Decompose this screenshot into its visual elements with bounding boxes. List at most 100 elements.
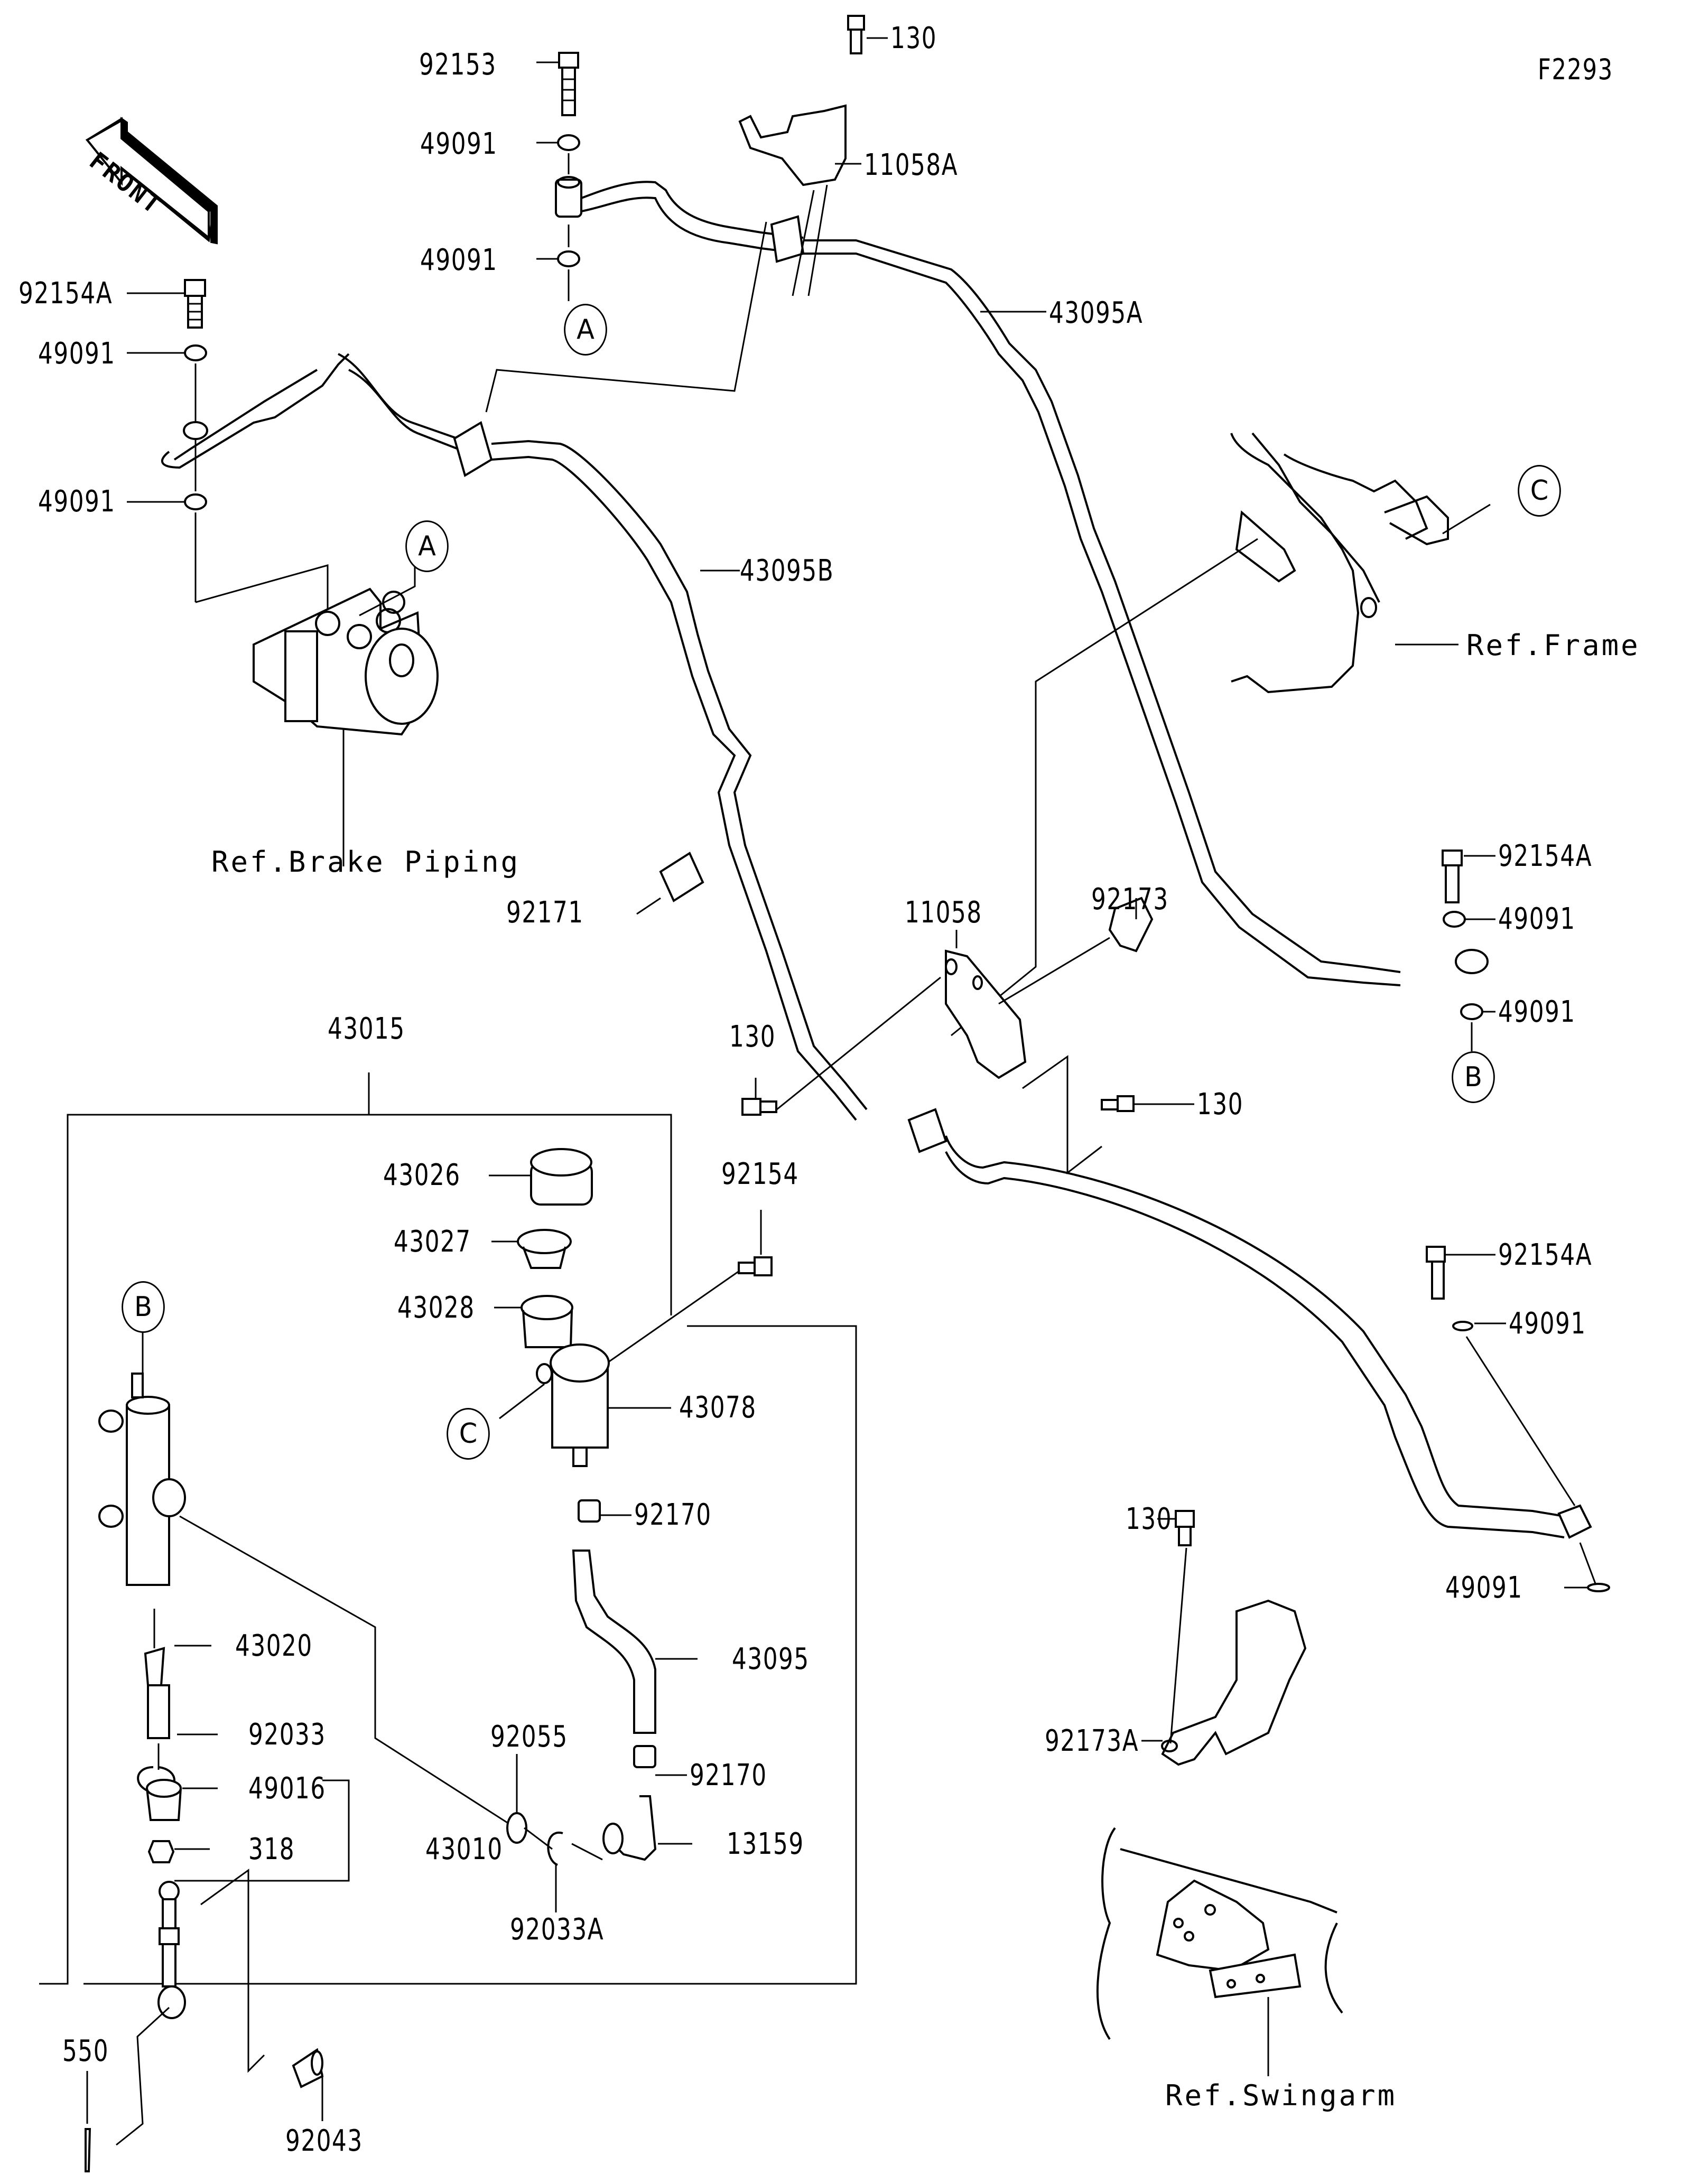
part-label-43095A: 43095A (1049, 296, 1144, 330)
banjo-bolt-92154A-right-icon (1442, 850, 1463, 903)
cotter-pin-550-icon (85, 2128, 91, 2172)
part-label-43015: 43015 (328, 1012, 405, 1046)
bolt-130-top-icon (847, 15, 865, 54)
brake-hose-43095A-icon (581, 181, 1401, 986)
callout-b-master: B (122, 1281, 165, 1333)
callout-c-frame: C (1518, 465, 1561, 517)
clamp-92173-icon (1108, 897, 1154, 953)
piston-43020-icon (144, 1647, 170, 1739)
part-label-92154A-lower: 92154A (1498, 1238, 1593, 1272)
washer-49091-f-icon (1460, 1003, 1483, 1020)
cap-43026-icon (530, 1148, 593, 1206)
part-label-43020: 43020 (235, 1629, 313, 1663)
bolt-130-mid-icon (741, 1098, 777, 1116)
plate-43027-icon (517, 1229, 572, 1269)
banjo-bolt-92153-icon (558, 52, 579, 116)
part-label-43026: 43026 (383, 1158, 461, 1192)
part-label-92171: 92171 (506, 895, 584, 930)
bracket-11058A-icon (738, 104, 847, 296)
bolt-130-swing-icon (1175, 1510, 1195, 1546)
swingarm-reference-icon (1096, 1827, 1343, 2040)
part-label-318: 318 (248, 1832, 295, 1866)
pin-92043-icon (292, 2048, 324, 2088)
clamp-92173A-icon (1161, 1599, 1307, 1766)
hose-clamp-92170-b-icon (633, 1745, 656, 1768)
part-label-43010: 43010 (425, 1832, 503, 1866)
part-label-43028: 43028 (397, 1291, 475, 1325)
brake-hose-rear-icon (907, 1108, 1592, 1539)
callout-a-top: A (564, 304, 607, 356)
washer-49091-a-icon (557, 134, 580, 151)
part-label-43095: 43095 (732, 1642, 810, 1676)
part-label-130-top: 130 (890, 21, 937, 55)
bolt-92154-icon (738, 1256, 773, 1276)
banjo-fitting-right-icon (1455, 949, 1489, 974)
bolt-130-right-icon (1101, 1095, 1135, 1112)
frame-reference-icon (1230, 432, 1449, 694)
ref-swingarm: Ref.Swingarm (1165, 2079, 1397, 2112)
part-label-92153: 92153 (419, 48, 497, 82)
part-label-92170-b: 92170 (690, 1758, 767, 1793)
part-label-130-mid: 130 (729, 1020, 776, 1054)
washer-49091-e-icon (1443, 911, 1466, 928)
part-label-49016: 49016 (248, 1771, 326, 1806)
part-label-92043: 92043 (285, 2124, 363, 2158)
part-label-92033A: 92033A (510, 1912, 605, 1947)
front-arrow-icon (85, 117, 218, 245)
washer-49091-h-icon (1587, 1583, 1610, 1592)
push-rod-43010-icon (157, 1881, 186, 2019)
part-label-11058A: 11058A (864, 148, 959, 182)
part-label-92055: 92055 (490, 1720, 568, 1754)
washer-49091-d-icon (184, 493, 207, 510)
o-ring-92055-icon (506, 1812, 527, 1844)
callout-c-reservoir: C (447, 1408, 490, 1460)
banjo-bolt-92154A-left-icon (184, 279, 206, 329)
diaphragm-43028-icon (521, 1295, 573, 1348)
callout-a-abs: A (405, 520, 449, 572)
part-label-92033: 92033 (248, 1718, 326, 1752)
part-label-43027: 43027 (394, 1225, 471, 1259)
part-label-92154A-right: 92154A (1498, 839, 1593, 873)
bracket-11058-icon (945, 949, 1027, 1079)
part-label-49091-g: 49091 (1509, 1306, 1586, 1341)
fitting-13159-icon (602, 1795, 657, 1861)
ref-brake-piping: Ref.Brake Piping (211, 845, 521, 879)
washer-49091-g-icon (1452, 1321, 1473, 1331)
part-label-49091-f: 49091 (1498, 995, 1576, 1029)
clamp-92171-icon (659, 852, 704, 902)
circlip-92033A-icon (547, 1831, 563, 1866)
hose-clamp-92170-a-icon (578, 1499, 601, 1523)
part-label-92173: 92173 (1091, 882, 1169, 917)
part-label-13159: 13159 (727, 1827, 804, 1861)
part-label-49091-a: 49091 (420, 127, 498, 161)
part-label-49091-d: 49091 (38, 484, 116, 519)
part-label-92173A: 92173A (1045, 1724, 1139, 1758)
assembly-43015-box (39, 1114, 672, 1985)
boot-49016-icon (146, 1779, 182, 1821)
part-label-92154: 92154 (721, 1157, 799, 1191)
banjo-bolt-92154A-lower-icon (1426, 1246, 1446, 1300)
nut-318-icon (147, 1840, 175, 1863)
washer-49091-b-icon (557, 250, 580, 267)
diagram-code: F2293 (1538, 53, 1613, 86)
reservoir-43078-icon (536, 1343, 610, 1467)
part-label-550: 550 (62, 2034, 109, 2068)
ref-frame: Ref.Frame (1466, 629, 1640, 662)
part-label-43078: 43078 (679, 1390, 757, 1425)
master-cylinder-body-icon (98, 1373, 186, 1586)
reservoir-hose-43095-icon (572, 1550, 656, 1734)
part-label-92170-a: 92170 (634, 1498, 712, 1532)
part-label-49091-b: 49091 (420, 243, 498, 277)
part-label-49091-c: 49091 (38, 337, 116, 371)
part-label-11058: 11058 (905, 895, 982, 930)
part-label-43095B: 43095B (740, 554, 834, 588)
part-label-130-swing: 130 (1126, 1502, 1173, 1536)
abs-unit-icon (253, 587, 439, 736)
callout-b-right: B (1452, 1051, 1495, 1103)
part-label-92154A-left: 92154A (18, 276, 113, 311)
washer-49091-c-icon (184, 344, 207, 361)
part-label-49091-h: 49091 (1445, 1571, 1523, 1605)
brake-hose-43095B-icon (161, 353, 868, 1121)
part-label-49091-e: 49091 (1498, 902, 1576, 936)
